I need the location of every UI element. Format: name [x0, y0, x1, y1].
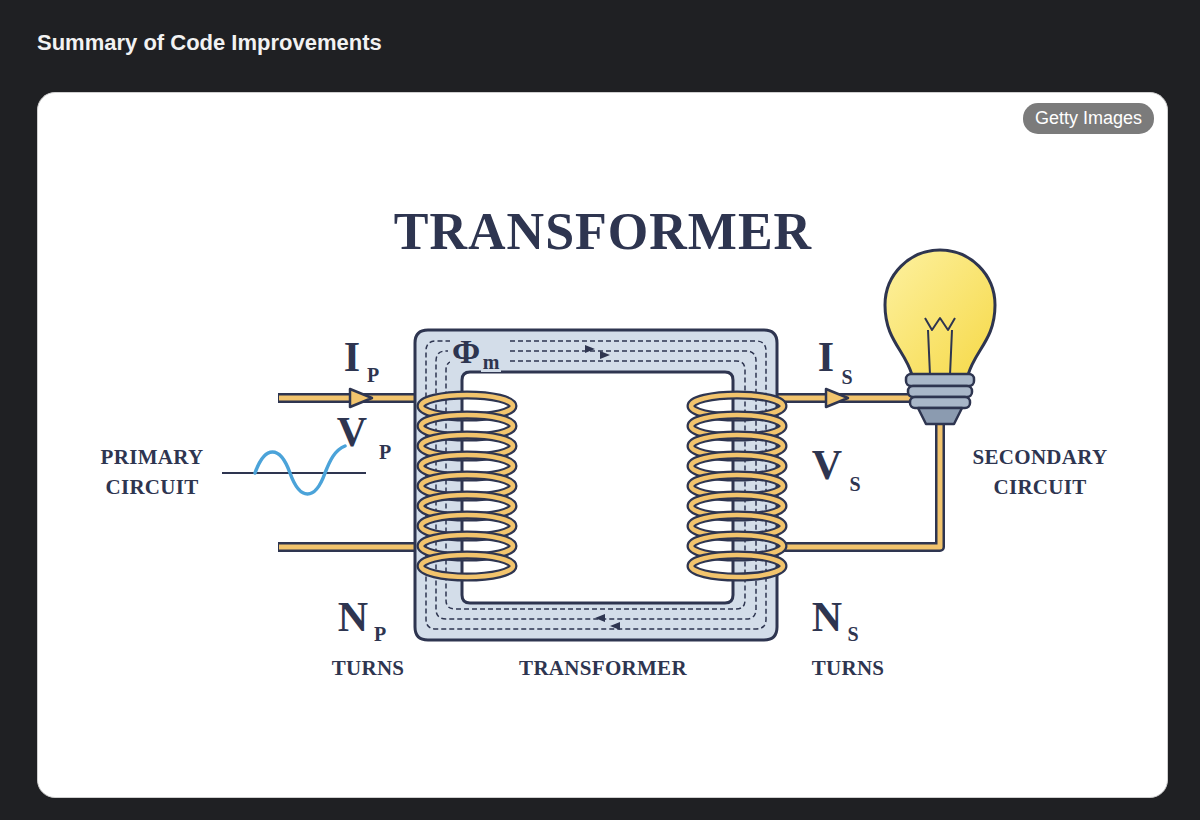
- watermark-badge: Getty Images: [1023, 103, 1154, 134]
- subscript: m: [481, 352, 502, 372]
- ac-source-symbol: [222, 446, 366, 494]
- turns-symbol: N: [812, 596, 842, 638]
- iron-core: [415, 330, 777, 640]
- current-symbol: I: [344, 336, 360, 378]
- circuit-label: SECONDARY CIRCUIT: [953, 442, 1128, 503]
- secondary-wires: [770, 389, 940, 547]
- voltage-symbol: V: [337, 411, 367, 453]
- primary-wires: [278, 389, 430, 547]
- subscript: S: [849, 474, 860, 494]
- current-symbol: I: [818, 336, 834, 378]
- turns-label: TURNS: [812, 653, 885, 683]
- diagram-title: TRANSFORMER: [394, 206, 812, 258]
- subscript: P: [374, 624, 386, 644]
- subscript: S: [847, 624, 858, 644]
- turns-label: TURNS: [332, 653, 405, 683]
- voltage-symbol: V: [812, 444, 842, 486]
- watermark-text: Getty Images: [1035, 108, 1142, 128]
- subscript: P: [367, 365, 379, 385]
- flux-symbol: Φ: [450, 335, 482, 369]
- coil-windings: [421, 395, 783, 577]
- turns-symbol: N: [338, 596, 368, 638]
- circuit-label: PRIMARY CIRCUIT: [82, 442, 222, 503]
- part-label: TRANSFORMER: [519, 653, 687, 683]
- subscript: S: [841, 367, 852, 387]
- light-bulb: [885, 250, 995, 424]
- subscript: P: [379, 442, 391, 462]
- page-heading: Summary of Code Improvements: [37, 32, 382, 54]
